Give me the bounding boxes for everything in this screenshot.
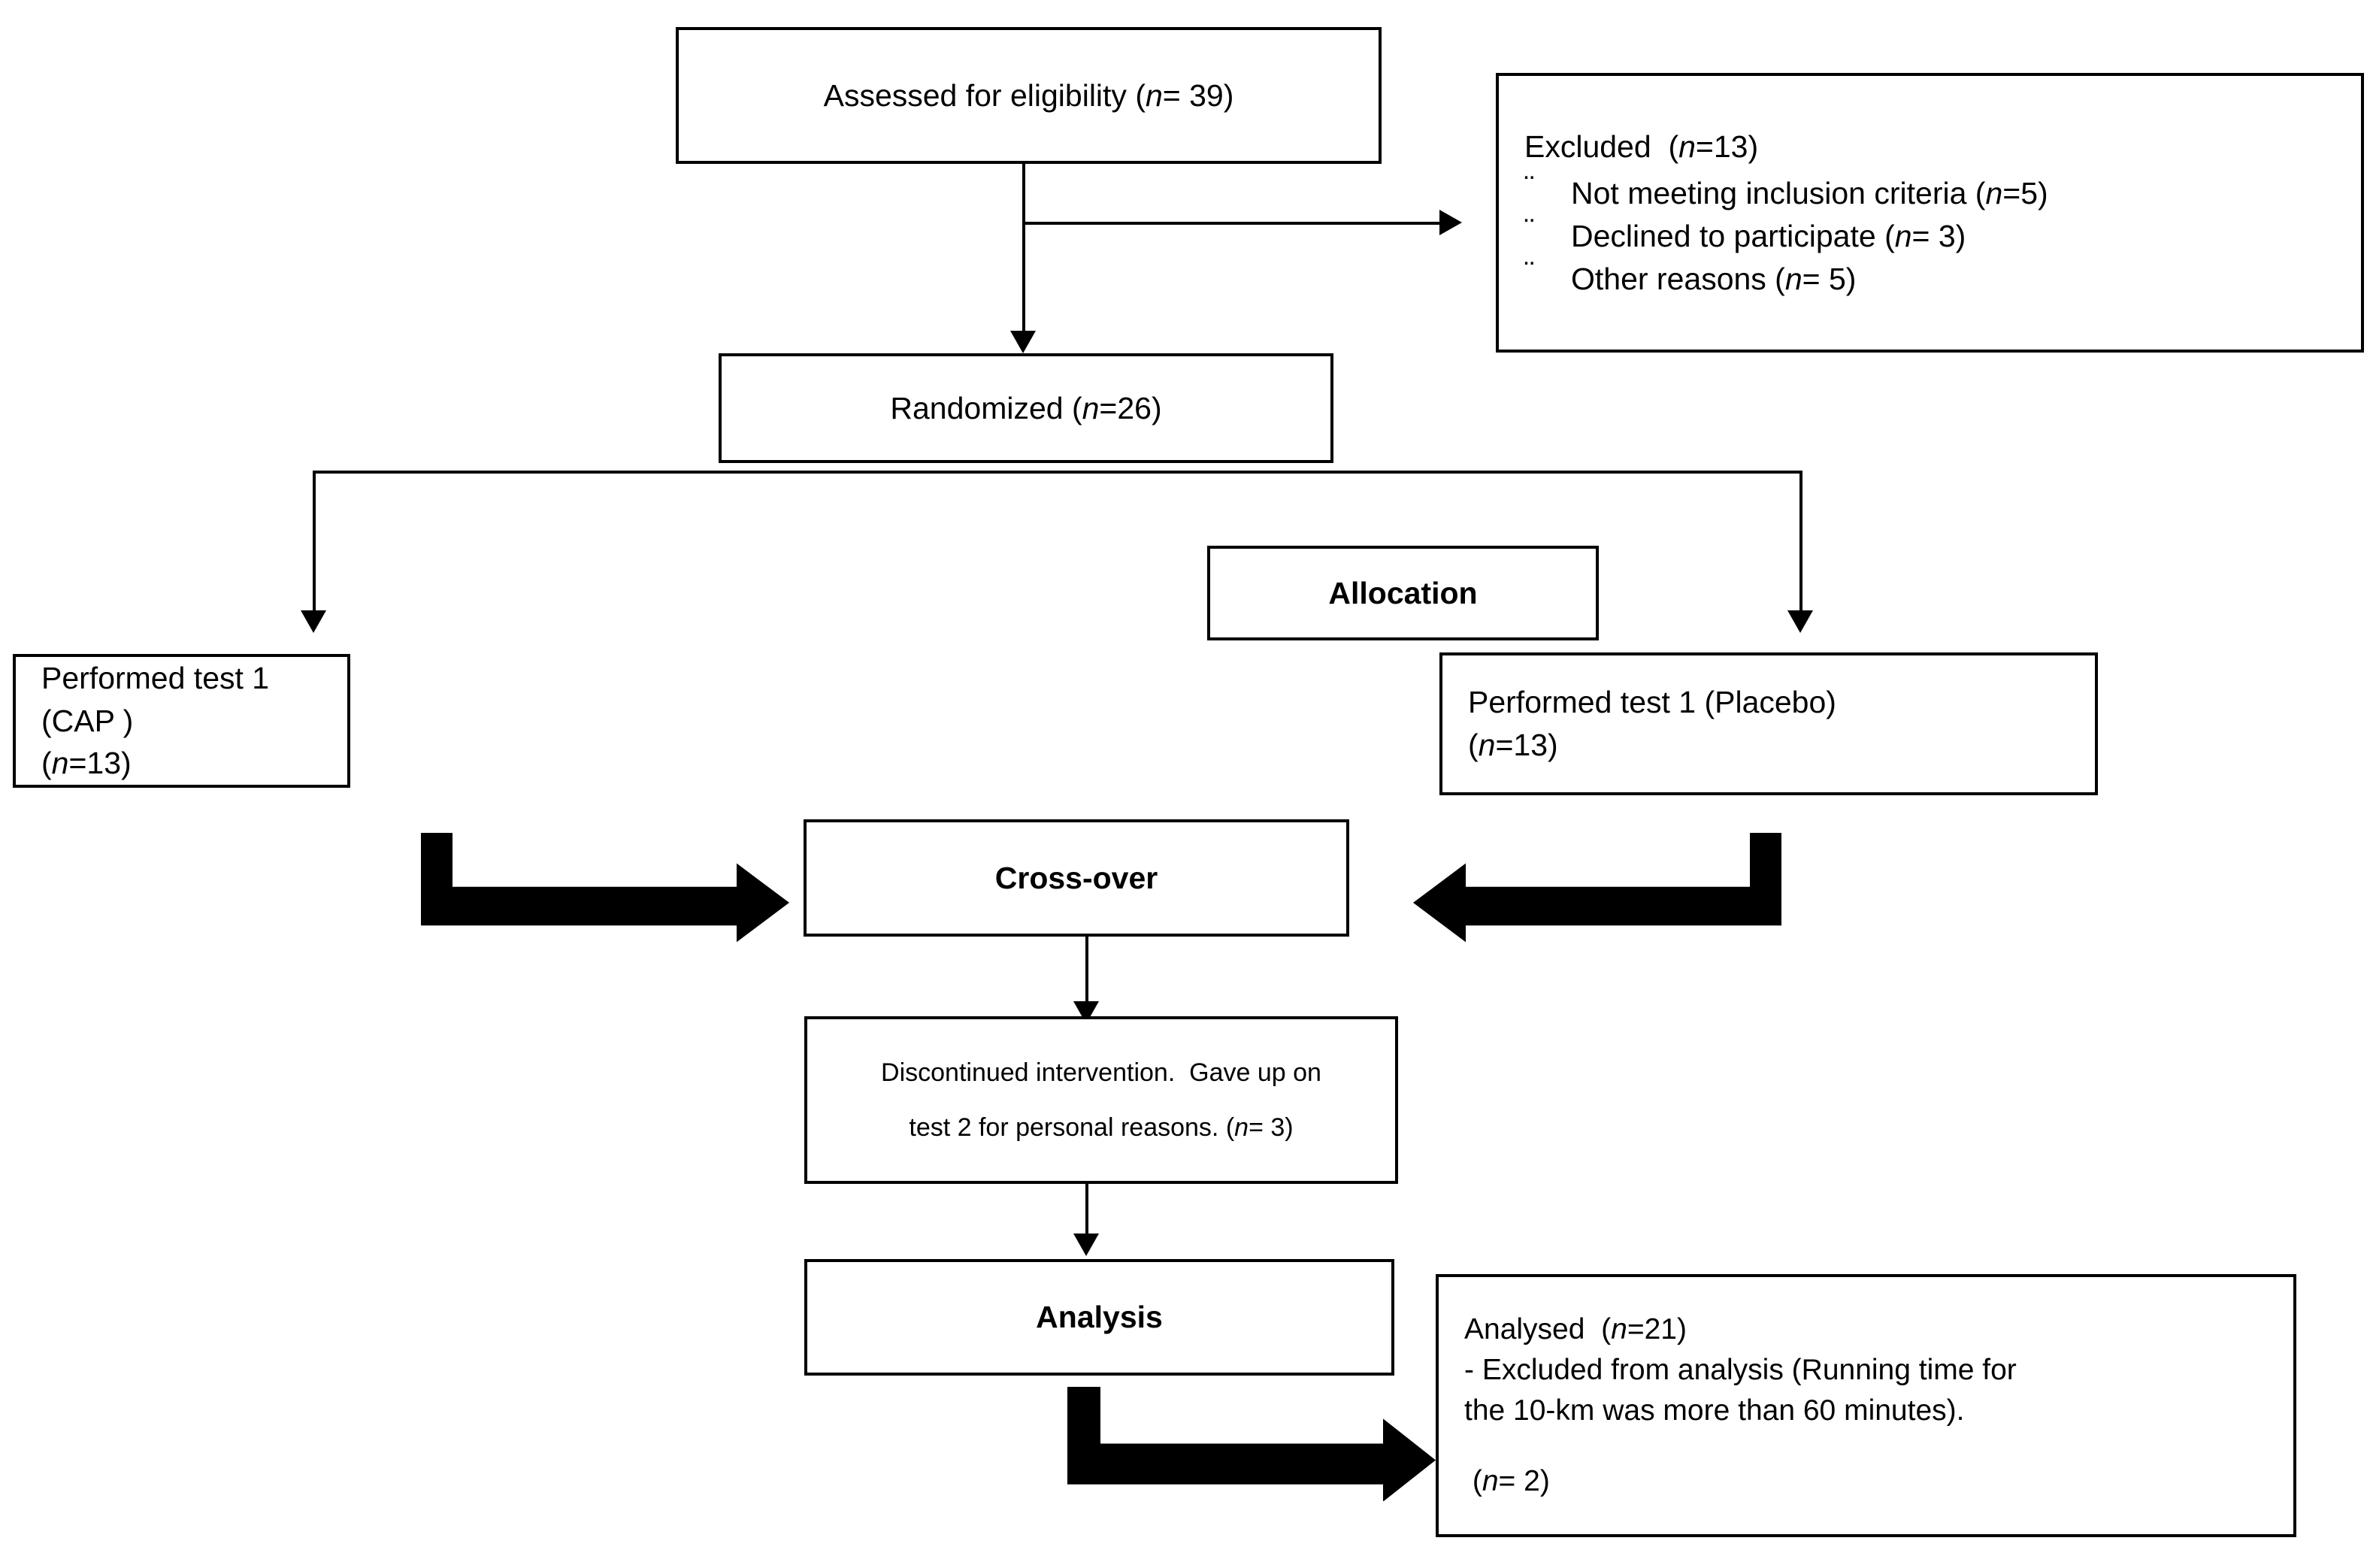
arm-cap-line2: (n=13) [41,746,132,781]
edge-assessed-to-excluded [1022,222,1443,225]
discontinued-line2: test 2 for personal reasons. (n= 3) [909,1112,1294,1142]
excluded-heading: Excluded (n=13) [1524,129,1759,164]
arrowhead-down-to-randomized [1010,331,1036,353]
discontinued-line1: Discontinued intervention. Gave up on [881,1058,1321,1087]
analysed-line2: - Excluded from analysis (Running time f… [1464,1354,2017,1387]
bullet-icon: ¨ [1524,256,1535,289]
arrowhead-right-to-excluded [1439,210,1462,235]
node-analysed: Analysed (n=21) - Excluded from analysis… [1436,1274,2296,1537]
allocation-label: Allocation [1328,575,1478,610]
arrowhead-down-to-right-arm [1787,610,1813,633]
node-arm-cap: Performed test 1 (CAP ) (n=13) [13,654,350,788]
crossover-label: Cross-over [994,860,1158,895]
edge-assessed-vertical [1022,164,1025,349]
analysed-line3: the 10-km was more than 60 minutes). [1464,1394,1965,1427]
excluded-item-2: ¨ Other reasons (n= 5) [1524,256,1857,296]
arm-placebo-line2: (n=13) [1468,728,1558,762]
node-crossover: Cross-over [804,819,1349,937]
excluded-item-0: ¨ Not meeting inclusion criteria (n=5) [1524,171,2048,211]
arm-placebo-line1: Performed test 1 (Placebo) [1468,685,1836,720]
node-allocation: Allocation [1207,546,1599,640]
analysis-label: Analysis [1036,1300,1163,1335]
block-arrow-left-to-crossover [421,833,789,942]
assessed-label: Assessed for eligibility (n= 39) [823,77,1234,113]
edge-discontinued-to-analysis [1085,1184,1088,1249]
edge-allocation-split-horizontal [313,471,1802,474]
arrowhead-down-to-analysis [1073,1234,1099,1256]
block-arrow-right-to-crossover [1413,833,1781,942]
block-arrow-analysis-to-analysed [1067,1387,1436,1501]
arm-cap-line1: Performed test 1 (CAP ) [41,661,278,738]
analysed-line4: (n= 2) [1464,1464,1550,1497]
node-discontinued: Discontinued intervention. Gave up on te… [804,1016,1398,1184]
node-arm-placebo: Performed test 1 (Placebo) (n=13) [1439,652,2098,795]
analysed-line1: Analysed (n=21) [1464,1313,1687,1346]
node-excluded: Excluded (n=13) ¨ Not meeting inclusion … [1496,73,2364,353]
excluded-item-1: ¨ Declined to participate (n= 3) [1524,213,1966,253]
edge-split-right-vertical [1799,471,1802,618]
node-randomized: Randomized (n=26) [719,353,1333,463]
edge-crossover-to-discontinued [1085,937,1088,1021]
arrowhead-down-to-left-arm [301,610,326,633]
bullet-icon: ¨ [1524,213,1535,247]
node-assessed-for-eligibility: Assessed for eligibility (n= 39) [676,27,1382,164]
edge-split-left-vertical [313,471,316,618]
node-analysis: Analysis [804,1259,1394,1376]
randomized-label: Randomized (n=26) [890,390,1162,425]
bullet-icon: ¨ [1524,171,1535,204]
